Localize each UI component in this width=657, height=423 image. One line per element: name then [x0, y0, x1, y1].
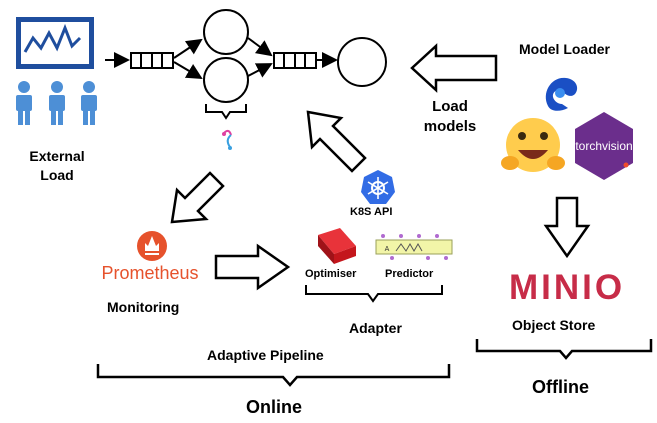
offline-bracket	[475, 339, 653, 360]
external-load-label: External Load	[22, 147, 92, 185]
external-load-line1: External	[29, 148, 85, 164]
monitor-icon	[16, 17, 94, 69]
torchvision-icon: torchvision	[575, 112, 633, 180]
adaptive-pipeline-caption: Adaptive Pipeline	[207, 347, 324, 363]
optimiser-label: Optimiser	[305, 268, 357, 280]
adapter-feedback-arrow	[306, 110, 367, 173]
load-models-arrow	[410, 43, 498, 93]
minio-logo: MINIO	[509, 268, 625, 307]
model-node-1	[203, 9, 249, 55]
adapter-bracket	[305, 285, 443, 303]
prometheus-wordmark: Prometheus	[101, 263, 198, 283]
model-node-2	[203, 57, 249, 103]
offline-caption: Offline	[532, 377, 589, 397]
load-models-label: Load models	[412, 97, 488, 137]
object-store-caption: Object Store	[512, 317, 596, 333]
predictor-icon	[375, 234, 453, 260]
prometheus-icon	[137, 231, 167, 261]
queue-1	[130, 52, 174, 69]
model-loader-title: Model Loader	[519, 41, 611, 57]
torchvision-text: torchvision	[575, 139, 632, 153]
loader-brand-icon	[545, 77, 578, 111]
output-node	[337, 37, 387, 87]
huggingface-icon	[501, 118, 565, 172]
seldon-icon	[222, 129, 232, 150]
load-models-line2: models	[423, 118, 477, 135]
monitoring-arrow	[214, 243, 291, 291]
k8s-icon	[361, 170, 395, 204]
online-bracket	[96, 364, 451, 387]
k8s-label: K8S API	[350, 206, 393, 218]
monitoring-caption: Monitoring	[107, 299, 180, 315]
people-icon	[16, 81, 97, 125]
predictor-label: Predictor	[385, 268, 434, 280]
queue-2	[273, 52, 317, 69]
nodes-bracket	[205, 104, 247, 120]
adapter-caption: Adapter	[349, 320, 402, 336]
store-arrow	[543, 196, 591, 259]
metrics-arrow	[170, 171, 225, 224]
optimiser-icon	[318, 228, 356, 264]
load-models-line1: Load	[432, 98, 468, 115]
online-caption: Online	[246, 397, 303, 417]
predictor-letter: A	[385, 246, 390, 253]
external-load-line2: Load	[40, 167, 74, 183]
